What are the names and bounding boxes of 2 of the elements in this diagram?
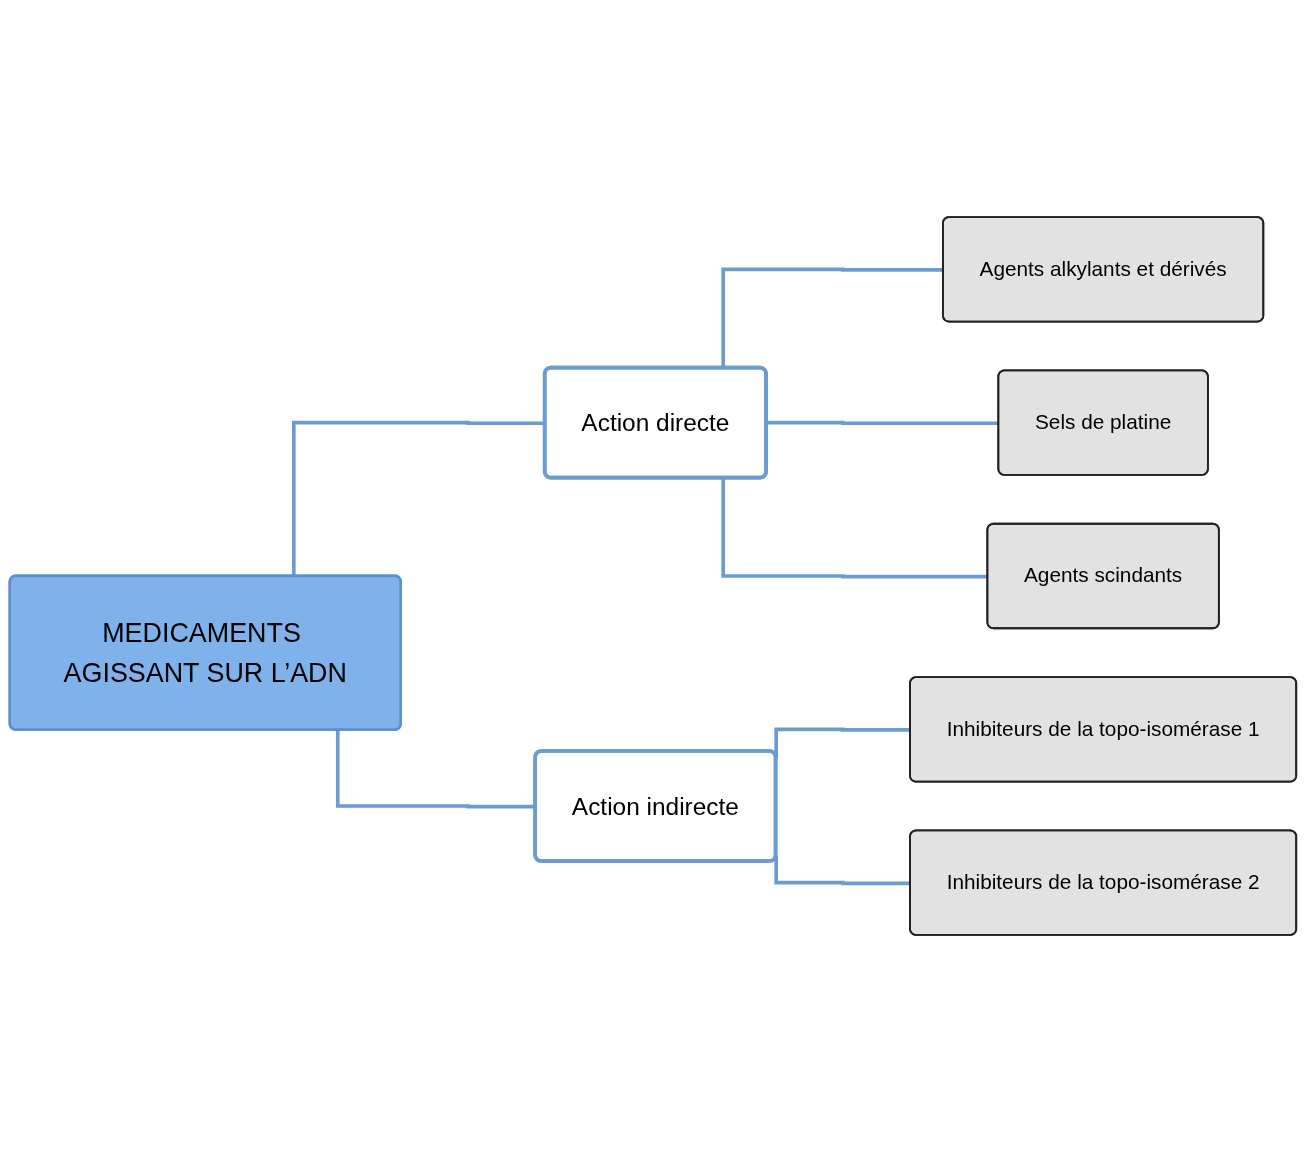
connector — [774, 855, 911, 886]
connector — [721, 478, 988, 579]
